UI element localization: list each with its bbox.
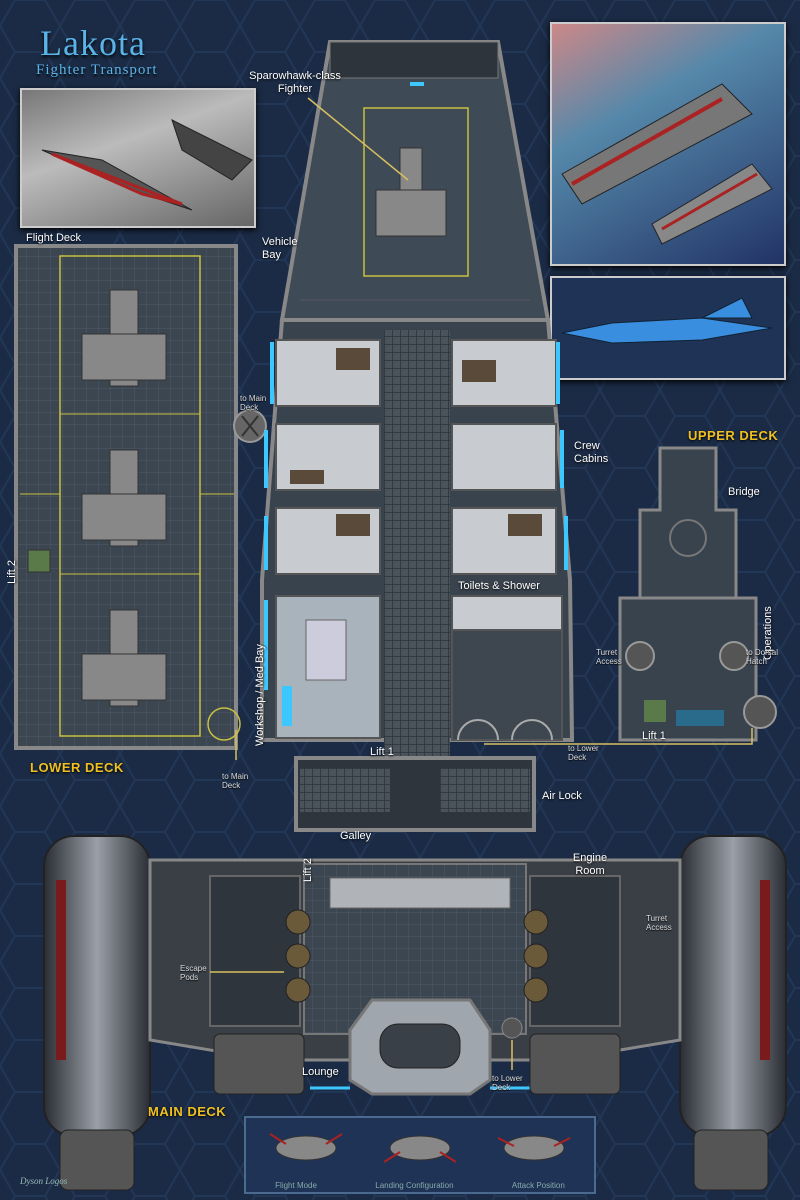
label-vehicle-bay: Vehicle Bay: [262, 236, 298, 261]
label-turret-access-upper: Turret Access: [596, 648, 622, 666]
label-lift1-upper: Lift 1: [642, 730, 666, 742]
flight-deck-map: [14, 244, 241, 750]
mode-ships: [269, 1133, 571, 1163]
mode-strip: Flight Mode Landing Configuration Attack…: [244, 1116, 596, 1194]
ship-side-view: [550, 276, 786, 380]
label-lift2-main: Lift 2: [302, 858, 314, 882]
label-main-deck: MAIN DECK: [148, 1104, 227, 1119]
mode-label-flight: Flight Mode: [275, 1181, 317, 1190]
label-to-main-deck-top: to Main Deck: [240, 394, 267, 412]
fighter-artwork-right: [550, 22, 786, 266]
label-air-lock: Air Lock: [542, 790, 582, 802]
label-lower-deck: LOWER DECK: [30, 760, 124, 775]
label-lift1-ship: Lift 1: [370, 746, 394, 758]
label-toilets-shower: Toilets & Shower: [458, 580, 540, 592]
ship-title: Lakota: [40, 23, 146, 63]
publisher-logo: Dyson Logos: [20, 1176, 68, 1186]
label-to-dorsal-hatch: to Dorsal Hatch: [746, 648, 779, 666]
lift-circle-top: [233, 409, 267, 443]
mode-label-landing: Landing Configuration: [375, 1181, 454, 1190]
fighter-icon: [81, 289, 167, 707]
label-workshop-med-bay: Workshop / Med Bay: [254, 644, 266, 746]
label-crew-cabins: Crew Cabins: [574, 440, 609, 465]
label-upper-deck: UPPER DECK: [688, 428, 779, 443]
label-bridge: Bridge: [728, 486, 760, 498]
fighter-artwork-left: [20, 88, 256, 228]
label-galley: Galley: [340, 830, 372, 842]
ship-subtitle: Fighter Transport: [36, 62, 158, 78]
label-to-lower-deck-bottom: to Lower Deck: [492, 1074, 523, 1092]
label-fighter-callout: Sparowhawk-class Fighter: [249, 70, 341, 95]
label-to-lower-deck-mid: to Lower Deck: [568, 744, 599, 762]
mode-label-attack: Attack Position: [511, 1181, 565, 1190]
label-lounge: Lounge: [302, 1066, 339, 1078]
label-flight-deck: Flight Deck: [26, 232, 82, 244]
label-engine-room: Engine Room: [572, 852, 608, 877]
label-turret-access-main: Turret Access: [646, 914, 672, 932]
label-escape-pods: Escape Pods: [180, 964, 207, 982]
label-to-main-deck-bottom: to Main Deck: [222, 772, 249, 790]
